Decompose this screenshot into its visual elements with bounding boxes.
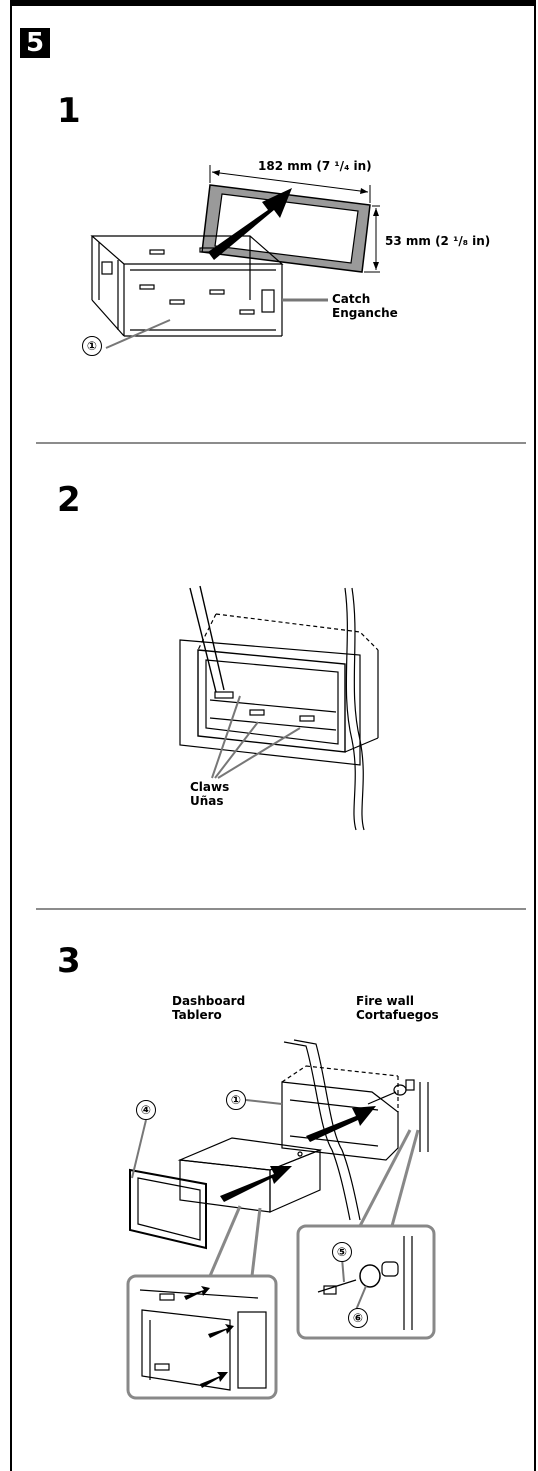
step-number-1: 1	[57, 91, 81, 131]
firewall-label-en: Fire wall	[356, 994, 414, 1008]
claws-leaders	[211, 695, 301, 779]
section-number-badge: 5	[20, 28, 50, 58]
firewall-label-es: Cortafuegos	[356, 1008, 439, 1022]
sleeve-leader	[105, 319, 171, 349]
callout-stopper-6: ⑥	[348, 1308, 368, 1328]
section-divider-2	[36, 908, 526, 910]
claws-label-en: Claws	[190, 780, 230, 794]
dashboard-panel	[283, 1041, 351, 1221]
step-number-2: 2	[57, 480, 81, 520]
catch-label-en: Catch	[332, 292, 371, 306]
detail-arrow-3	[208, 1324, 234, 1338]
insert-arrow-sleeve	[306, 1106, 376, 1142]
mounting-sleeve	[90, 235, 284, 337]
callout-sleeve-1: ①	[226, 1090, 246, 1110]
dashboard-label-en: Dashboard	[172, 994, 246, 1008]
frame-trim-ring	[201, 165, 380, 273]
page-frame	[10, 0, 536, 1471]
detail-box-front	[126, 1274, 278, 1400]
width-dimension-label: 182 mm (7 ¹/₄ in)	[258, 159, 372, 173]
catch-label-es: Enganche	[332, 306, 398, 320]
section-divider-1	[36, 442, 526, 444]
callout-bolt-5: ⑤	[332, 1242, 352, 1262]
callout-sleeve-1: ①	[82, 336, 102, 356]
detail-arrow-2	[200, 1372, 228, 1388]
dashboard-label-es: Tablero	[172, 1008, 222, 1022]
insert-arrow	[208, 188, 292, 260]
callout-front-panel-4: ④	[136, 1100, 156, 1120]
detail-box-bolt	[296, 1224, 436, 1340]
front-panel	[129, 1168, 207, 1250]
step-number-3: 3	[57, 941, 81, 981]
detail-arrow-1	[184, 1286, 210, 1300]
sleeve-in-dashboard	[179, 585, 379, 831]
height-dimension-label: 53 mm (2 ¹/₈ in)	[385, 234, 491, 248]
head-unit	[177, 1137, 323, 1213]
claws-label-es: Uñas	[190, 794, 224, 808]
insert-arrow-head-unit	[220, 1166, 292, 1202]
